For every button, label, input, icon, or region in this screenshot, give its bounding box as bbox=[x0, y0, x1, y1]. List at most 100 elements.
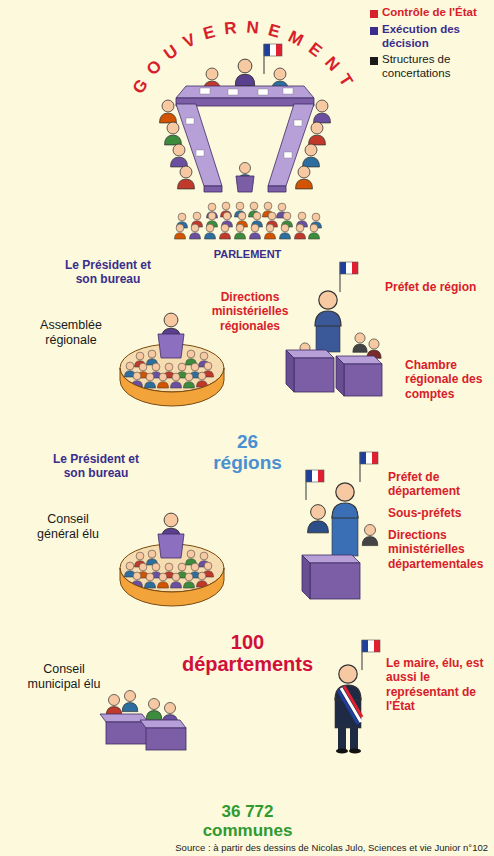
council-label-holder: Conseil général élu bbox=[26, 512, 110, 542]
government-table bbox=[200, 88, 210, 94]
government-table bbox=[294, 120, 302, 126]
government-table bbox=[268, 186, 286, 192]
region-prefect bbox=[353, 333, 367, 352]
government-table bbox=[309, 122, 326, 145]
department-prefects bbox=[308, 505, 329, 533]
level-disc bbox=[95, 515, 400, 635]
mayor-figure bbox=[349, 749, 361, 754]
parliament-members bbox=[219, 224, 230, 239]
government-table bbox=[171, 144, 188, 167]
president-label: Le Président et son bureau bbox=[56, 258, 160, 287]
arched-title: GOUVERNEMENT bbox=[129, 18, 362, 98]
department-prefects bbox=[302, 452, 378, 599]
council-label: Conseil municipal élu bbox=[24, 662, 104, 692]
government-table bbox=[160, 100, 177, 123]
government-table bbox=[196, 150, 204, 156]
legend-text: Contrôle de l'État bbox=[382, 6, 477, 20]
level-disc bbox=[255, 730, 380, 802]
department-prefects bbox=[360, 452, 378, 482]
department-prefects bbox=[306, 470, 324, 500]
government-table bbox=[160, 44, 331, 192]
mayor-figure bbox=[350, 726, 358, 750]
mayor-label-holder: Le maire, élu, est aussi le représentant… bbox=[386, 656, 488, 714]
node-text: 26 régions bbox=[205, 431, 290, 473]
government-table bbox=[283, 88, 293, 94]
government-table bbox=[204, 186, 222, 192]
municipal-council bbox=[146, 698, 162, 719]
legend: Contrôle de l'ÉtatExécution des décision… bbox=[370, 6, 490, 84]
legend-swatch bbox=[370, 57, 378, 65]
parliament-band bbox=[150, 200, 345, 276]
parliament-members bbox=[249, 224, 260, 239]
level-disc bbox=[115, 555, 240, 615]
government-table bbox=[258, 89, 268, 95]
level-disc bbox=[115, 730, 240, 802]
government-table bbox=[303, 144, 320, 167]
government-table bbox=[178, 166, 195, 189]
legend-swatch bbox=[370, 27, 378, 35]
legend-row: Contrôle de l'État bbox=[370, 6, 490, 20]
region-prefect bbox=[340, 262, 358, 292]
parliament-members bbox=[204, 224, 215, 239]
council-label: Conseil général élu bbox=[26, 512, 110, 542]
caption-holder: Source : à partir des dessins de Nicolas… bbox=[8, 842, 488, 853]
parliament-members bbox=[308, 224, 319, 239]
parliament-band bbox=[152, 222, 342, 272]
legend-row: Exécution des décision bbox=[370, 23, 490, 51]
communes-node: 36 772 communes bbox=[95, 690, 400, 842]
government-table bbox=[268, 104, 314, 186]
level-disc bbox=[255, 355, 380, 415]
department-prefects bbox=[302, 555, 310, 599]
level-disc bbox=[115, 555, 240, 627]
prefect-label: Préfet de département bbox=[388, 470, 490, 499]
legend-text: Exécution des décision bbox=[382, 23, 490, 51]
parliament-members bbox=[174, 224, 185, 239]
mayor-figure bbox=[341, 688, 361, 722]
government-table bbox=[186, 118, 194, 124]
department-prefects bbox=[310, 563, 360, 599]
parliament-members bbox=[294, 224, 305, 239]
department-prefects bbox=[302, 555, 360, 563]
legend-text: Structures de concertations bbox=[382, 53, 490, 81]
prefect-label: Préfet de région bbox=[385, 280, 489, 294]
parliament-band bbox=[152, 200, 342, 244]
level-disc bbox=[115, 730, 240, 790]
general-council bbox=[120, 513, 224, 606]
president-label: Le Président et son bureau bbox=[44, 452, 148, 481]
region-prefect bbox=[316, 324, 340, 352]
assembly-label-holder: Assemblée régionale bbox=[28, 318, 114, 348]
prefect-label-holder: Préfet de département bbox=[388, 470, 490, 499]
mayor-figure bbox=[338, 726, 346, 750]
department-prefects bbox=[332, 483, 358, 518]
mayor-label: Le maire, élu, est aussi le représentant… bbox=[386, 656, 488, 714]
directions-label-holder: Directions ministérielles régionales bbox=[200, 290, 300, 333]
government-table bbox=[176, 86, 314, 98]
regional-assembly bbox=[120, 313, 224, 406]
level-disc bbox=[255, 355, 380, 427]
municipal-council bbox=[146, 728, 186, 750]
government-table bbox=[284, 152, 292, 158]
court-label-holder: Chambre régionale des comptes bbox=[405, 358, 489, 401]
president-label-holder: Le Président et son bureau bbox=[44, 452, 148, 481]
municipal-council bbox=[106, 694, 122, 715]
level-disc bbox=[255, 555, 380, 615]
region-prefect bbox=[294, 358, 334, 392]
node-text: 36 772 communes bbox=[198, 802, 298, 840]
parliament-members bbox=[174, 202, 321, 239]
government-table bbox=[176, 104, 222, 186]
region-prefect bbox=[315, 291, 341, 326]
municipal-council bbox=[140, 720, 186, 728]
directions-label-holder: Directions ministérielles départementale… bbox=[388, 528, 490, 571]
president-label-holder: Le Président et son bureau bbox=[56, 258, 160, 287]
government-table bbox=[228, 89, 238, 95]
department-prefects bbox=[332, 516, 358, 556]
departments-node: 100 départements bbox=[95, 515, 400, 680]
mayor-figure bbox=[335, 640, 380, 754]
assembly-label: Assemblée régionale bbox=[28, 318, 114, 348]
region-prefect bbox=[367, 339, 381, 358]
regions-node: 26 régions bbox=[95, 315, 400, 480]
government-table bbox=[314, 100, 331, 123]
government-table bbox=[176, 98, 314, 106]
